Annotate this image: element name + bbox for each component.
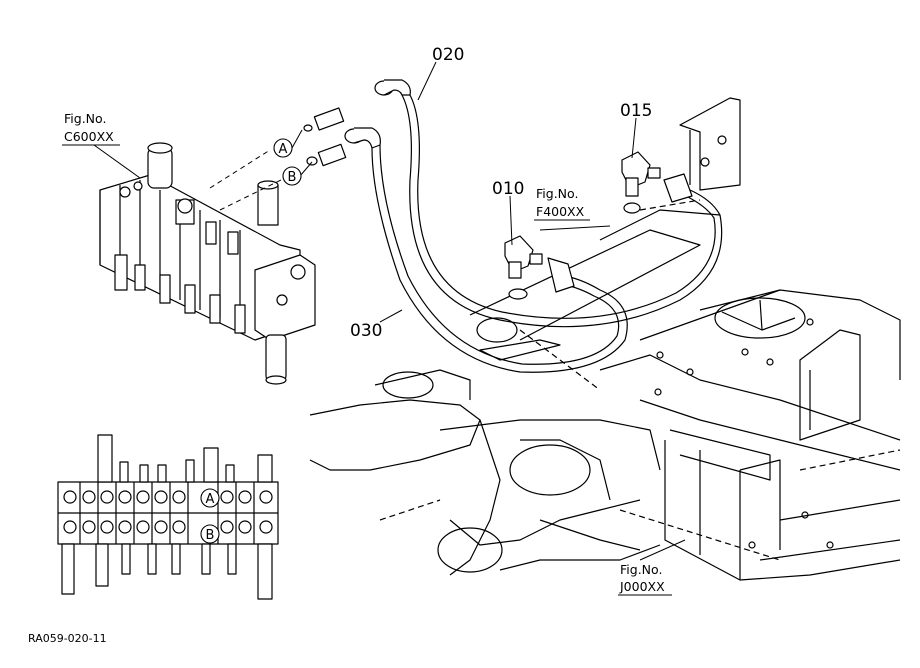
drawing-code: RA059-020-11	[28, 632, 107, 645]
marker-a-inset: A	[200, 488, 220, 508]
hose-030	[371, 147, 628, 373]
fig-ref-j000-line2: J000XX	[619, 579, 665, 594]
fig-ref-f400-line1: Fig.No.	[536, 186, 578, 201]
part-label-030: 030	[350, 321, 382, 341]
machine-frame	[599, 97, 901, 581]
marker-a-main-label: A	[279, 142, 288, 157]
control-valve	[99, 142, 316, 385]
marker-a-main: A	[273, 138, 293, 158]
part-label-020: 020	[432, 45, 464, 65]
hose-020	[401, 94, 723, 328]
part-label-015: 015	[620, 101, 652, 121]
fig-ref-f400-line2: F400XX	[536, 204, 585, 219]
marker-b-main-label: B	[288, 170, 297, 185]
fig-ref-c600: Fig.No. C600XX	[62, 111, 120, 146]
fig-ref-c600-line1: Fig.No.	[64, 111, 106, 126]
marker-b-main: B	[282, 166, 302, 186]
leader-lines	[93, 61, 686, 561]
marker-b-inset: B	[200, 524, 220, 544]
marker-a-inset-label: A	[206, 492, 215, 507]
hoses	[371, 94, 723, 373]
fig-ref-f400: Fig.No. F400XX	[534, 186, 590, 221]
fittings	[303, 79, 693, 300]
fig-ref-j000: Fig.No. J000XX	[618, 562, 672, 596]
inset-valve-view	[57, 434, 279, 600]
marker-b-inset-label: B	[206, 528, 215, 543]
fig-ref-j000-line1: Fig.No.	[620, 562, 662, 577]
fig-ref-c600-line2: C600XX	[64, 129, 114, 144]
part-label-010: 010	[492, 179, 524, 199]
swing-bracket	[309, 199, 721, 576]
